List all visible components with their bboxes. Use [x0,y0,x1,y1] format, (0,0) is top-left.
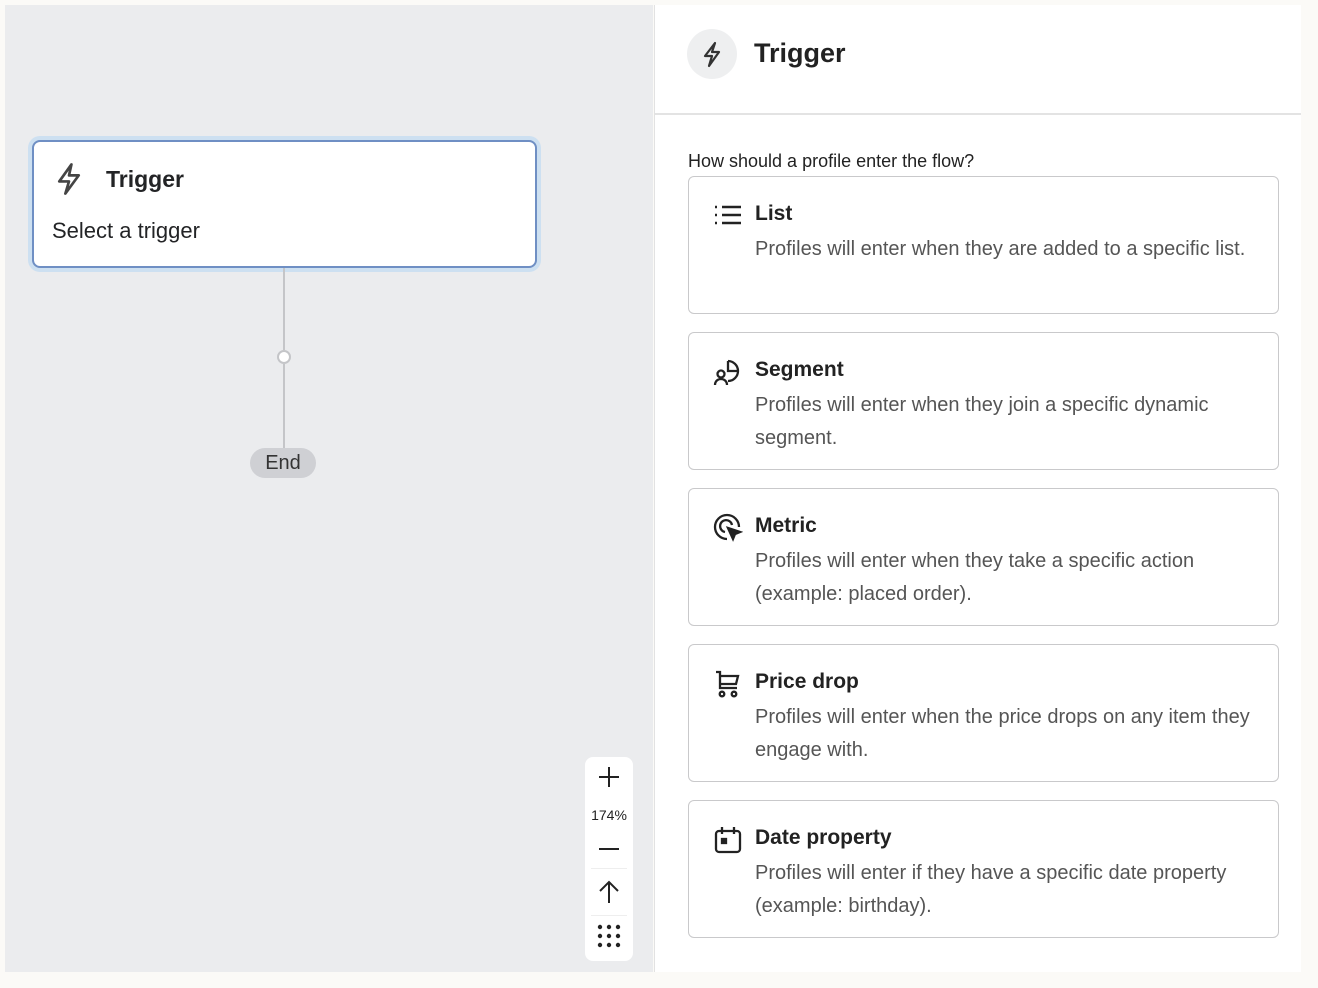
minus-icon [599,848,619,850]
metric-icon [713,513,743,542]
option-date-property[interactable]: Date property Profiles will enter if the… [688,800,1279,938]
option-segment[interactable]: Segment Profiles will enter when they jo… [688,332,1279,470]
add-step-point[interactable] [277,350,291,364]
option-description: Profiles will enter when the price drops… [755,706,1250,761]
zoom-out-button[interactable] [585,837,633,866]
option-title: Date property [755,826,892,849]
node-subtitle: Select a trigger [52,218,200,243]
flow-canvas[interactable]: Trigger Select a trigger End 174% [5,5,653,972]
option-title: Metric [755,514,817,537]
question-label: How should a profile enter the flow? [688,151,975,171]
option-description: Profiles will enter when they take a spe… [755,550,1195,605]
divider [591,868,627,869]
option-description: Profiles will enter when they are added … [755,238,1246,260]
lightning-icon [57,163,81,195]
trigger-node[interactable]: Trigger Select a trigger [32,140,537,268]
option-title: Price drop [755,670,859,693]
panel-header: Trigger [655,5,1301,115]
option-metric[interactable]: Metric Profiles will enter when they tak… [688,488,1279,626]
end-node: End [250,448,316,478]
connector-line [283,268,285,350]
cart-icon [716,670,740,698]
option-description: Profiles will enter when they join a spe… [755,394,1209,449]
plus-icon [599,767,619,787]
option-list[interactable]: List Profiles will enter when they are a… [688,176,1279,314]
divider [591,915,627,916]
trigger-badge [687,29,737,79]
fit-to-top-button[interactable] [585,879,633,910]
option-title: List [755,202,793,225]
trigger-panel: Trigger How should a profile enter the f… [654,5,1301,972]
option-title: Segment [755,358,844,381]
segment-icon [713,359,740,386]
arrow-up-icon [599,880,619,903]
list-icon [715,205,741,225]
zoom-controls: 174% [585,757,633,961]
lightning-icon [703,41,721,68]
grid-dots-icon [597,924,621,948]
zoom-level: 174% [591,807,627,823]
minimap-button[interactable] [585,923,633,954]
connector-line [283,364,285,448]
option-description: Profiles will enter if they have a speci… [755,862,1227,917]
panel-title: Trigger [754,38,846,68]
node-title: Trigger [106,166,184,192]
calendar-icon [714,827,742,854]
zoom-in-button[interactable] [585,765,633,795]
option-price-drop[interactable]: Price drop Profiles will enter when the … [688,644,1279,782]
